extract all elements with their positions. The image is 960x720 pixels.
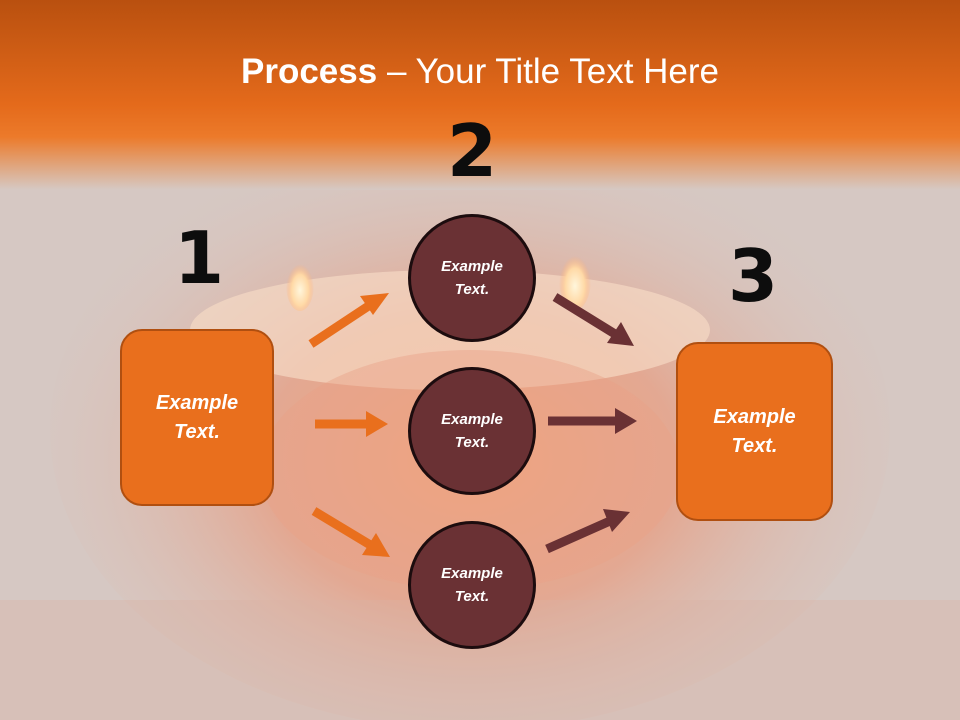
step-2-circle-middle: Example Text.	[408, 367, 536, 495]
arrow-1-to-bottom-head	[362, 533, 390, 557]
arrow-1-to-bottom	[311, 507, 375, 550]
step-number-1: 1	[173, 216, 225, 300]
step-3-label: Example Text.	[713, 405, 796, 457]
circle-bottom-label: Example Text.	[441, 565, 503, 605]
step-1-label: Example Text.	[155, 391, 239, 443]
step-2-circle-top: Example Text.	[408, 214, 536, 342]
step-2-circle-bottom: Example Text.	[408, 521, 536, 649]
arrow-top-to-3-head	[607, 322, 634, 346]
circle-top-label: Example Text.	[441, 258, 503, 298]
arrow-1-to-middle-head	[366, 411, 388, 437]
title-bold: Process	[241, 52, 378, 91]
arrow-bottom-to-3-head	[603, 509, 630, 532]
circle-middle-label: Example Text.	[441, 411, 503, 451]
arrow-1-to-top	[308, 301, 373, 348]
title-rest: – Your Title Text Here	[377, 52, 719, 91]
arrow-middle-to-3-head	[615, 408, 637, 434]
step-1-box: Example Text.	[120, 329, 274, 506]
arrow-bottom-to-3	[545, 516, 612, 554]
step-number-3: 3	[727, 234, 779, 318]
arrow-1-to-top-head	[360, 293, 389, 315]
step-3-box: Example Text.	[676, 342, 833, 521]
step-number-2: 2	[446, 109, 498, 193]
slide-title: Process – Your Title Text Here	[0, 52, 960, 92]
arrow-top-to-3	[552, 293, 618, 338]
